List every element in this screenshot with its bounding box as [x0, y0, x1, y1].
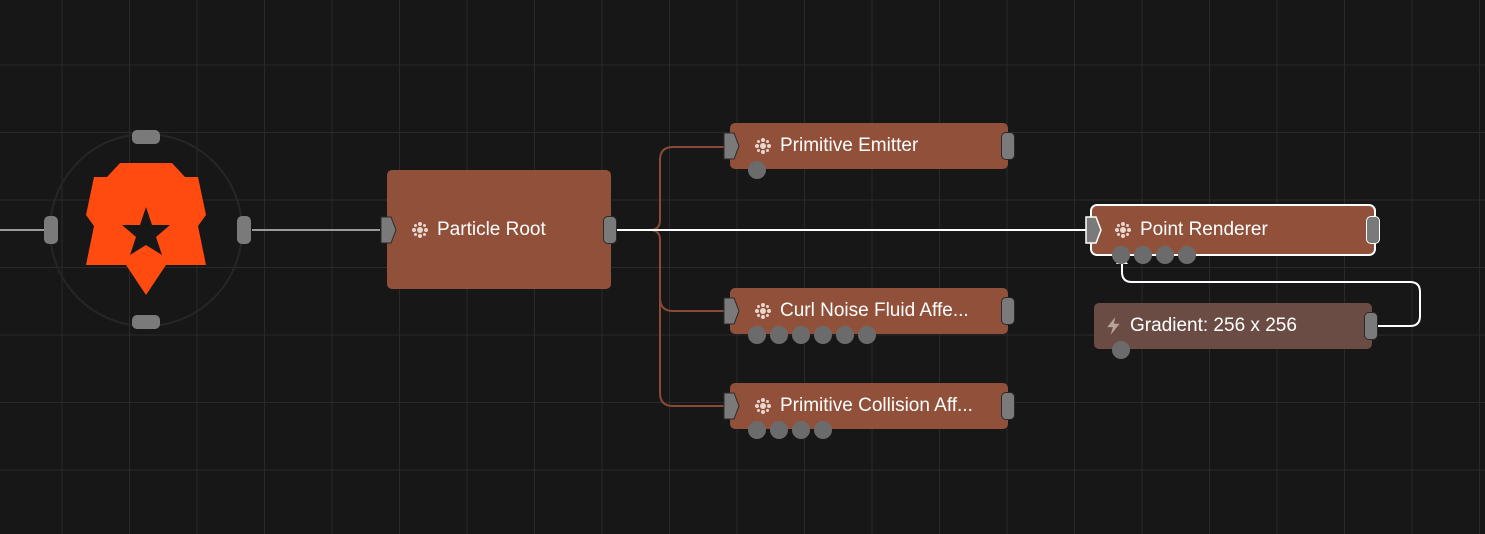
wire-root-curl: [649, 229, 728, 312]
particle-icon: [755, 303, 771, 319]
parameter-port[interactable]: [836, 326, 854, 344]
parameter-ports: [748, 161, 766, 179]
curl-noise-node[interactable]: Curl Noise Fluid Affe...: [723, 288, 1015, 344]
parameter-ports: [748, 421, 832, 439]
parameter-port[interactable]: [748, 161, 766, 179]
logo-node[interactable]: [40, 125, 260, 335]
primitive-emitter-node[interactable]: Primitive Emitter: [723, 123, 1015, 179]
parameter-port[interactable]: [748, 421, 766, 439]
output-port[interactable]: [1001, 132, 1015, 160]
output-port[interactable]: [603, 216, 617, 244]
wire-root-collision: [659, 298, 728, 407]
output-port[interactable]: [1366, 216, 1380, 244]
parameter-port[interactable]: [792, 421, 810, 439]
parameter-port[interactable]: [748, 326, 766, 344]
parameter-port[interactable]: [1156, 246, 1174, 264]
parameter-port[interactable]: [770, 326, 788, 344]
particle-icon: [412, 221, 428, 238]
output-port[interactable]: [1364, 312, 1378, 340]
parameter-port[interactable]: [1134, 246, 1152, 264]
primitive-collision-node[interactable]: Primitive Collision Aff...: [723, 383, 1015, 439]
output-port[interactable]: [1001, 297, 1015, 325]
node-label: Curl Noise Fluid Affe...: [780, 300, 969, 321]
parameter-port[interactable]: [814, 326, 832, 344]
input-port[interactable]: [379, 215, 397, 245]
logo-top-port[interactable]: [132, 130, 160, 144]
input-port[interactable]: [722, 391, 740, 421]
parameter-port[interactable]: [770, 421, 788, 439]
input-port[interactable]: [722, 296, 740, 326]
parameter-port[interactable]: [858, 326, 876, 344]
node-label: Primitive Emitter: [780, 135, 919, 156]
particle-root-node[interactable]: Particle Root: [380, 170, 617, 289]
node-label: Point Renderer: [1140, 219, 1268, 240]
parameter-port[interactable]: [1112, 246, 1130, 264]
output-port[interactable]: [1001, 392, 1015, 420]
logo-output-port[interactable]: [237, 216, 251, 244]
parameter-ports: [748, 326, 876, 344]
input-port[interactable]: [722, 131, 740, 161]
particle-icon: [1115, 222, 1131, 238]
parameter-port[interactable]: [1178, 246, 1196, 264]
lightning-icon: [1107, 317, 1120, 335]
wire-gradient-renderer: [1121, 262, 1421, 327]
parameter-ports: [1112, 246, 1196, 264]
input-port[interactable]: [1084, 215, 1102, 245]
node-label: Primitive Collision Aff...: [780, 395, 973, 416]
wire-root-emitter: [616, 146, 728, 231]
node-label: Gradient: 256 x 256: [1130, 315, 1297, 336]
particle-icon: [755, 138, 771, 154]
touchdesigner-logo-icon: [86, 163, 206, 295]
gradient-node[interactable]: Gradient: 256 x 256: [1094, 303, 1378, 359]
point-renderer-node[interactable]: Point Renderer: [1085, 204, 1380, 264]
parameter-ports: [1112, 341, 1130, 359]
particle-icon: [755, 398, 771, 414]
parameter-port[interactable]: [814, 421, 832, 439]
logo-input-port[interactable]: [44, 216, 58, 244]
parameter-port[interactable]: [792, 326, 810, 344]
logo-bottom-port[interactable]: [132, 315, 160, 329]
parameter-port[interactable]: [1112, 341, 1130, 359]
node-label: Particle Root: [437, 218, 546, 240]
